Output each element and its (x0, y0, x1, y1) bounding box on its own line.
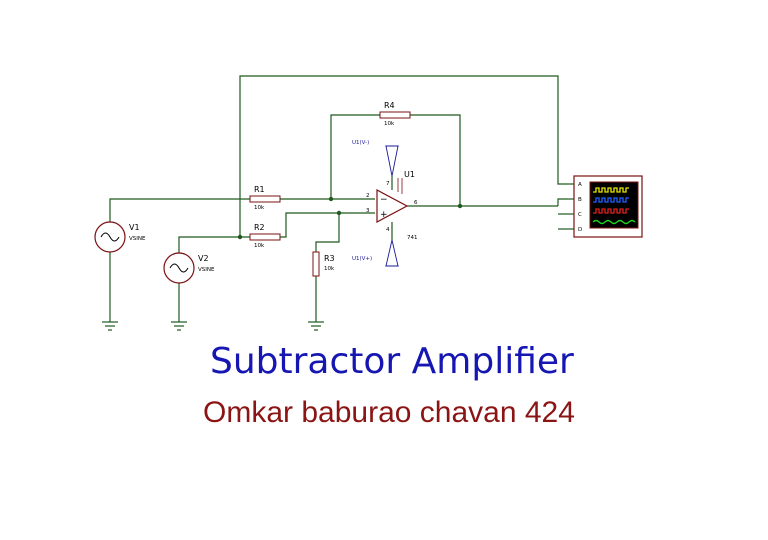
junction-dot (336, 210, 342, 216)
power-terminal-vpos: U1(V+) (352, 239, 399, 267)
v2-type: VSINE (198, 267, 215, 273)
ground-icon (102, 321, 118, 331)
r4-name: R4 (384, 101, 395, 110)
terminal-arrow-icon (385, 145, 399, 177)
minus-sign-icon: − (380, 195, 388, 205)
scope-channel-d: D (578, 227, 582, 233)
v1-type: VSINE (129, 236, 146, 242)
pin-inv-number: 2 (366, 193, 370, 199)
oscilloscope: A B C D (558, 175, 643, 238)
wires (109, 75, 568, 322)
vneg-label: U1(V-) (352, 140, 369, 146)
resistor-r2: R2 10k (249, 223, 281, 249)
r4-value: 10k (384, 121, 395, 127)
scope-trace-c (593, 208, 629, 214)
ground-icon (171, 321, 187, 331)
u1-name: U1 (404, 170, 415, 179)
junction-dot (237, 234, 243, 240)
resistor-r1: R1 10k (249, 185, 281, 211)
r3-value: 10k (324, 266, 335, 272)
r1-name: R1 (254, 185, 265, 194)
resistor-r3: R3 10k (312, 251, 335, 277)
sine-source-v2: V2 VSINE (163, 252, 215, 284)
u1-part: 741 (407, 235, 418, 241)
plus-sign-icon: + (380, 210, 388, 220)
author-label: Omkar baburao chavan 424 (203, 396, 575, 429)
terminal-arrow-icon (385, 239, 399, 267)
sine-wave-icon (169, 263, 189, 273)
scope-trace-a (593, 187, 629, 193)
scope-channel-a: A (578, 182, 582, 188)
sine-wave-icon (100, 232, 120, 242)
r2-value: 10k (254, 243, 265, 249)
power-terminal-vneg: U1(V-) (352, 140, 399, 177)
junctions (237, 196, 463, 240)
scope-trace-d (592, 219, 636, 225)
ground-icon (308, 321, 324, 331)
ground-symbols (102, 321, 324, 331)
sine-source-v1: V1 VSINE (94, 221, 146, 253)
page-title: Subtractor Amplifier (210, 341, 574, 382)
scope-channel-b: B (578, 197, 582, 203)
junction-dot (328, 196, 334, 202)
r1-value: 10k (254, 205, 265, 211)
vpos-label: U1(V+) (352, 256, 372, 262)
v1-name: V1 (129, 223, 140, 232)
r3-name: R3 (324, 254, 335, 263)
pin-out-number: 6 (414, 200, 418, 206)
v2-name: V2 (198, 254, 209, 263)
scope-trace-b (593, 197, 629, 203)
pin-vpos-number: 7 (386, 181, 390, 187)
opamp-u1: − + 2 3 6 7 4 U1 741 (366, 170, 418, 241)
r2-name: R2 (254, 223, 265, 232)
resistor-r4: R4 10k (379, 101, 411, 127)
junction-dot (457, 203, 463, 209)
scope-channel-c: C (578, 212, 582, 218)
pin-noninv-number: 3 (366, 208, 370, 214)
pin-vneg-number: 4 (386, 227, 390, 233)
